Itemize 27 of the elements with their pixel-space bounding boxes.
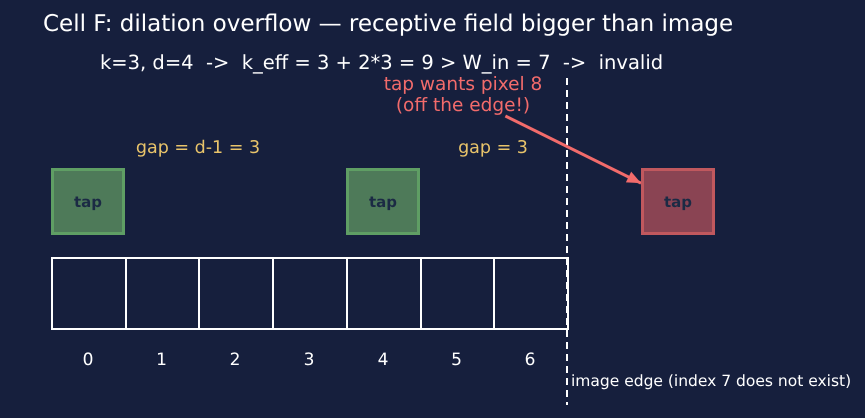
pixel-cell [493, 257, 569, 330]
pixel-cell [51, 257, 127, 330]
tap-label: tap [368, 192, 398, 210]
index-label: 2 [230, 350, 240, 370]
pixel-cell [420, 257, 495, 330]
index-label: 1 [156, 350, 167, 370]
index-label: 4 [378, 350, 388, 370]
index-label: 3 [304, 350, 314, 370]
tap-label: tap [664, 192, 692, 210]
index-label: 0 [82, 350, 94, 370]
index-label: 5 [451, 350, 462, 370]
diagram-title: Cell F: dilation overflow — receptive field bigger than image [43, 10, 734, 39]
pixel-cell [272, 257, 348, 330]
gap-label: gap = 3 [458, 137, 528, 159]
formula-text: k=3, d=4 -> k_eff = 3 + 2*3 = 9 > W_in = 7 -> invalid [100, 52, 664, 74]
tap-label: tap [74, 192, 102, 210]
edge-note: image edge (index 7 does not exist) [571, 371, 852, 391]
pixel-cell [346, 257, 422, 330]
gap-label: gap = d-1 = 3 [136, 137, 260, 159]
kernel-tap-box [51, 168, 125, 235]
kernel-tap-box [346, 168, 420, 235]
index-label: 6 [524, 350, 536, 370]
pixel-cell [198, 257, 274, 330]
callout-text: tap wants pixel 8 (off the edge!) [366, 74, 560, 116]
pixel-cell [125, 257, 200, 330]
out-of-bounds-tap-box [641, 168, 715, 235]
callout-arrow [504, 114, 642, 185]
